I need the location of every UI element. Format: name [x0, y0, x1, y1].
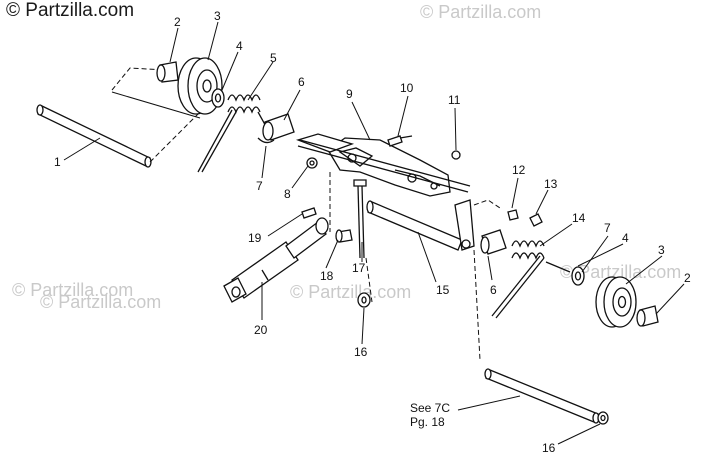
callout-labels: 1 2 3 4 5 6 7 8 9 10 11 12 13 14 7 4 3 2…: [54, 9, 691, 455]
part-nut-8: [306, 157, 318, 169]
part-bushing-right: [480, 229, 507, 255]
callout-7-top: 7: [256, 179, 263, 193]
watermark-top-left: © Partzilla.com: [6, 0, 135, 21]
part-bushing-18: [335, 229, 353, 243]
callout-5: 5: [270, 51, 277, 65]
part-nut-11: [451, 150, 461, 160]
part-bushing-top: [156, 61, 179, 83]
part-wheel-right: [595, 276, 637, 328]
part-bolt-10: [387, 135, 413, 147]
callout-9: 9: [346, 87, 353, 101]
callout-17: 17: [352, 261, 366, 275]
watermark-middle-left: © Partzilla.com: [12, 280, 134, 300]
callout-2-top: 2: [174, 15, 181, 29]
part-nut-12: [507, 209, 519, 221]
reference-note-line2: Pg. 18: [410, 415, 445, 429]
callout-3-top: 3: [214, 9, 221, 23]
part-lower-arm: [366, 199, 475, 251]
callout-6-right: 6: [490, 283, 497, 297]
callout-20: 20: [254, 323, 268, 337]
watermark-top-right: © Partzilla.com: [420, 2, 542, 22]
callout-16-mid: 16: [354, 345, 368, 359]
dashed-link-lower: [473, 249, 481, 361]
callout-8: 8: [284, 187, 291, 201]
callout-15: 15: [436, 283, 450, 297]
part-bushing-mid-top: [257, 113, 295, 144]
callout-16-bottom: 16: [542, 441, 556, 455]
callout-18: 18: [320, 269, 334, 283]
dashed-link-upper-left: [111, 67, 166, 91]
part-spring-right: [491, 240, 571, 319]
callout-2-right: 2: [684, 271, 691, 285]
leader-lines: [63, 21, 685, 445]
part-bracket-plate: [327, 137, 451, 197]
part-washer-16-mid: [357, 292, 371, 308]
part-washer-16-bottom: [597, 411, 609, 425]
part-pin-19: [301, 207, 317, 219]
callout-3-right: 3: [658, 243, 665, 257]
watermark-bottom-right: © Partzilla.com: [560, 262, 682, 282]
dashed-link-upper-left-2: [149, 111, 201, 163]
callout-6-top: 6: [298, 75, 305, 89]
part-cross-shaft: [295, 133, 471, 193]
part-bushing-right-end: [636, 305, 659, 327]
dashed-link-right: [473, 199, 501, 209]
watermark-middle-left-2: © Partzilla.com: [40, 292, 162, 312]
part-nut-13: [529, 213, 543, 227]
reference-note-line1: See 7C: [410, 401, 450, 415]
callout-4-right: 4: [622, 231, 629, 245]
part-washer-right: [571, 266, 585, 286]
part-shock-absorber: [223, 217, 329, 303]
part-washer-top: [211, 88, 225, 108]
callout-1: 1: [54, 155, 61, 169]
callout-12: 12: [512, 163, 526, 177]
line-upper-left: [111, 91, 201, 119]
callout-19: 19: [248, 231, 262, 245]
part-shaft-lower: [484, 368, 600, 424]
watermark-middle: © Partzilla.com: [290, 282, 412, 302]
part-bolt-17: [353, 179, 367, 259]
callout-4-top: 4: [236, 39, 243, 53]
callout-14: 14: [572, 211, 586, 225]
callout-11: 11: [448, 93, 461, 107]
callout-7-right: 7: [604, 221, 611, 235]
part-shaft-left: [36, 104, 152, 168]
callout-10: 10: [400, 81, 414, 95]
callout-13: 13: [544, 177, 558, 191]
